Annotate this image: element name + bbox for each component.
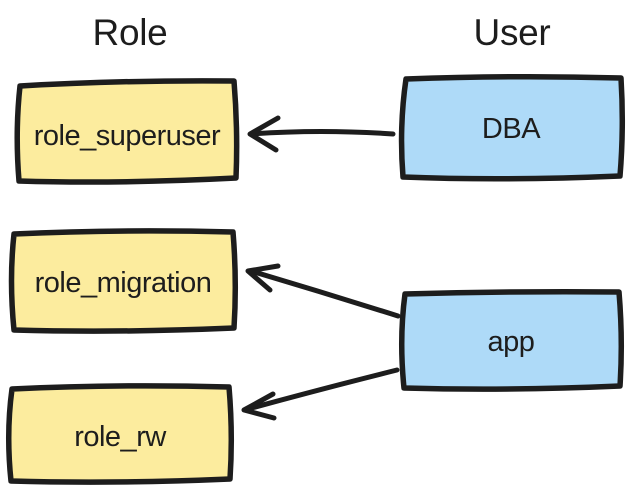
- sketch-layer: [6, 73, 626, 485]
- role-rw-label: role_rw: [74, 421, 167, 453]
- user-app-box: [399, 289, 625, 392]
- column-title-user: User: [474, 12, 551, 53]
- role-rw-box: [6, 383, 235, 485]
- role-migration-box: [8, 228, 239, 334]
- user-dba-box: [398, 73, 626, 182]
- role-superuser-box: [14, 78, 240, 185]
- user-app-label: app: [488, 326, 535, 358]
- role-migration-label: role_migration: [35, 267, 212, 299]
- arrow-dba-to-role-superuser: [247, 115, 396, 153]
- user-dba-label: DBA: [482, 113, 541, 145]
- role-superuser-label: role_superuser: [34, 120, 221, 152]
- column-title-role: Role: [93, 12, 168, 53]
- arrow-app-to-role-rw: [241, 367, 400, 421]
- arrow-app-to-role-migration: [245, 263, 401, 319]
